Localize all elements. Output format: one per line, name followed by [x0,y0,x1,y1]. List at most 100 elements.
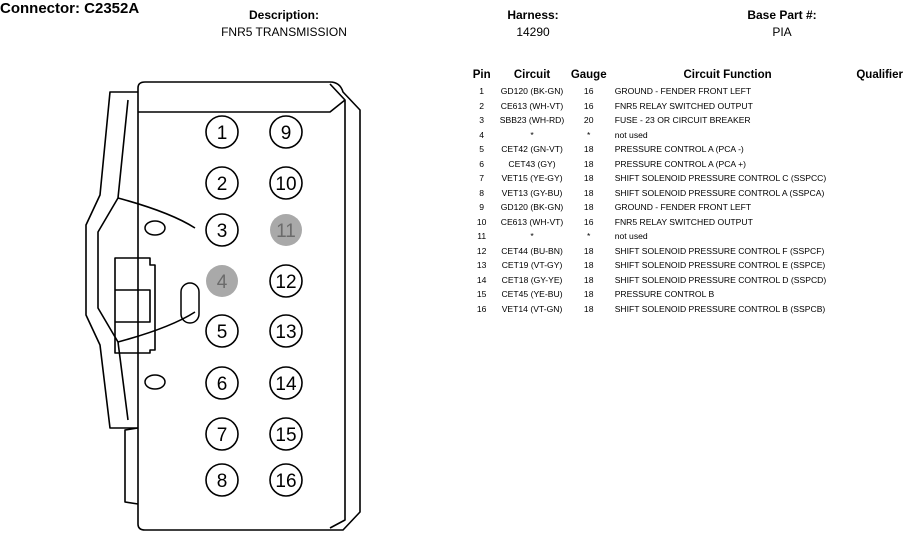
connector-title: Connector: C2352A [0,0,140,17]
pin-9: 9 [269,115,303,149]
circuit-cell: CE613 (WH-VT) [500,216,564,227]
qualifier-cell [844,142,903,157]
function-cell: FUSE - 23 OR CIRCUIT BREAKER [614,115,751,126]
pin-13: 13 [269,314,303,348]
pin-circle [269,166,303,200]
pin-10: 10 [269,166,303,200]
qualifier-cell [844,287,903,302]
qualifier-cell [844,215,903,230]
gauge-cell: 18 [583,245,594,256]
circuit-cell: VET13 (GY-BU) [501,187,563,198]
pin-cell: 12 [476,245,487,256]
pin-label: 15 [275,425,296,446]
description-value: FNR5 TRANSMISSION [221,25,347,39]
pin-cell: 13 [476,260,487,271]
pin-1: 1 [205,115,239,149]
pin-circle [205,366,239,400]
gauge-cell: 18 [583,144,594,155]
pin-15: 15 [269,417,303,451]
connector-lock-window [114,257,156,354]
qualifier-cell [844,273,903,288]
description-label: Description: [248,8,319,22]
qualifier-cell [844,99,903,114]
circuit-cell: SBB23 (WH-RD) [499,115,565,126]
function-cell: PRESSURE CONTROL A (PCA +) [614,158,746,169]
connector-top-ledge [138,99,346,113]
function-cell: FNR5 RELAY SWITCHED OUTPUT [614,100,753,111]
pin-cell: 16 [476,303,487,314]
qualifier-cell [844,84,903,99]
col-qualifier: Qualifier [856,69,903,81]
pin-cell: 8 [479,187,485,198]
base-part-value: PIA [772,25,792,39]
qualifier-cell [844,171,903,186]
pin-cell: 15 [476,289,487,300]
gauge-cell: 16 [583,100,594,111]
pin-label: 9 [281,123,292,144]
pin-circle [269,264,303,298]
gauge-cell: 18 [583,289,594,300]
circuit-cell: * [530,231,534,242]
function-cell: GROUND - FENDER FRONT LEFT [614,202,752,213]
pin-4: 4 [206,265,238,297]
harness-label: Harness: [507,8,559,22]
function-cell: GROUND - FENDER FRONT LEFT [614,86,752,97]
col-circuit-function: Circuit Function [683,69,772,81]
pin-circle [269,417,303,451]
pin-8: 8 [205,463,239,497]
pin-label: 13 [275,322,296,343]
gauge-cell: 16 [583,86,594,97]
pin-label: 1 [217,123,228,144]
gauge-cell: 18 [583,173,594,184]
pin-label: 7 [217,425,228,446]
pin-cell: 4 [479,129,485,140]
qualifier-cell [844,200,903,215]
gauge-cell: 18 [583,274,594,285]
function-cell: SHIFT SOLENOID PRESSURE CONTROL D (SSPCD… [614,274,827,285]
pin-cell: 3 [479,115,485,126]
col-circuit: Circuit [513,69,551,81]
pin-table-header: Pin Circuit Gauge Circuit Function Quali… [466,66,903,84]
keyway-oval-bottom [144,374,166,390]
function-cell: SHIFT SOLENOID PRESSURE CONTROL A (SSPCA… [614,187,825,198]
pin-circle [205,463,239,497]
qualifier-cell [844,229,903,244]
pin-label: 14 [275,374,297,395]
function-cell: SHIFT SOLENOID PRESSURE CONTROL E (SSPCE… [614,260,826,271]
pin-label: 6 [217,374,228,395]
pin-cell: 14 [476,274,487,285]
pin-circle [205,166,239,200]
table-row: 11**not used [466,229,903,244]
pin-cell: 6 [479,158,485,169]
circuit-cell: CE613 (WH-VT) [500,100,564,111]
pin-label: 8 [217,471,228,492]
circuit-cell: CET42 (GN-VT) [501,144,563,155]
pin-circle [205,115,239,149]
pin-circle [269,115,303,149]
pin-table: Pin Circuit Gauge Circuit Function Quali… [466,66,903,316]
connector-latch-lower [124,427,139,505]
pin-label: 3 [217,221,228,242]
function-cell: PRESSURE CONTROL A (PCA -) [614,144,744,155]
pin-12: 12 [269,264,303,298]
connector-housing [85,81,361,531]
pin-cell: 10 [476,216,487,227]
pin-5: 5 [205,314,239,348]
col-pin: Pin [472,69,491,81]
gauge-cell: 18 [583,260,594,271]
connector-right-flange [329,83,346,529]
table-row: 4**not used [466,128,903,143]
pin-circle [205,213,239,247]
pin-label: 4 [217,272,228,293]
connector-latch-body [85,91,138,429]
pin-cell: 1 [479,86,485,97]
